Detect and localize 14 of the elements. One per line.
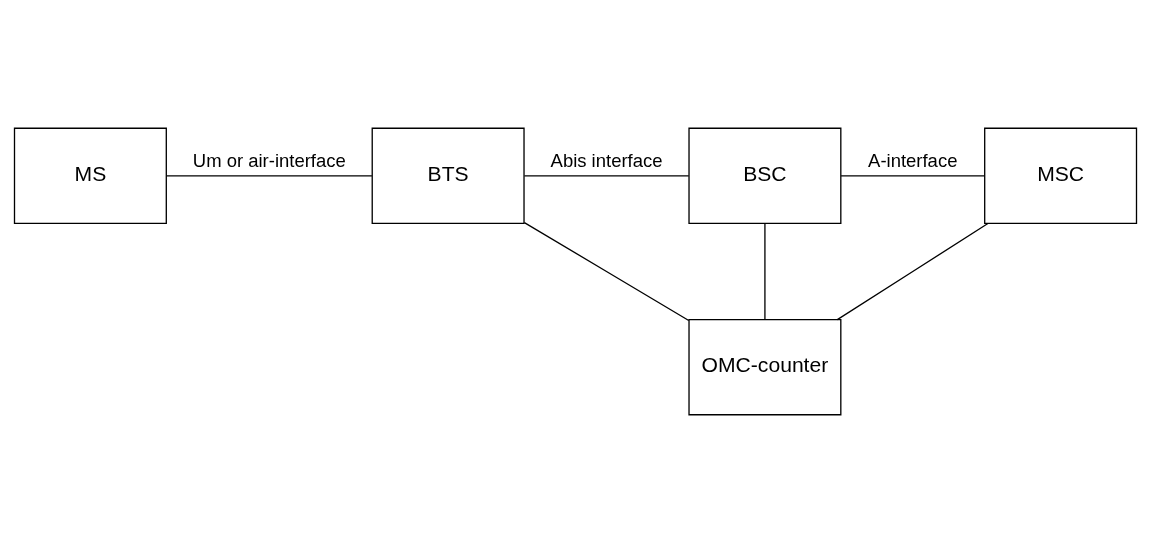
connector	[523, 221, 690, 321]
connector	[836, 222, 989, 320]
connector	[523, 174, 690, 176]
connector	[764, 222, 766, 320]
connector	[840, 174, 985, 176]
edge-label: A-interface	[868, 149, 958, 171]
node-box: OMC-counter	[688, 318, 842, 415]
edge-label: Abis interface	[550, 149, 663, 171]
edge-label: Um or air-interface	[192, 149, 346, 171]
connector	[166, 174, 373, 176]
node-box: BSC	[688, 127, 842, 224]
node-box: MSC	[984, 127, 1138, 224]
node-box: BTS	[371, 127, 525, 224]
node-box: MS	[13, 127, 167, 224]
